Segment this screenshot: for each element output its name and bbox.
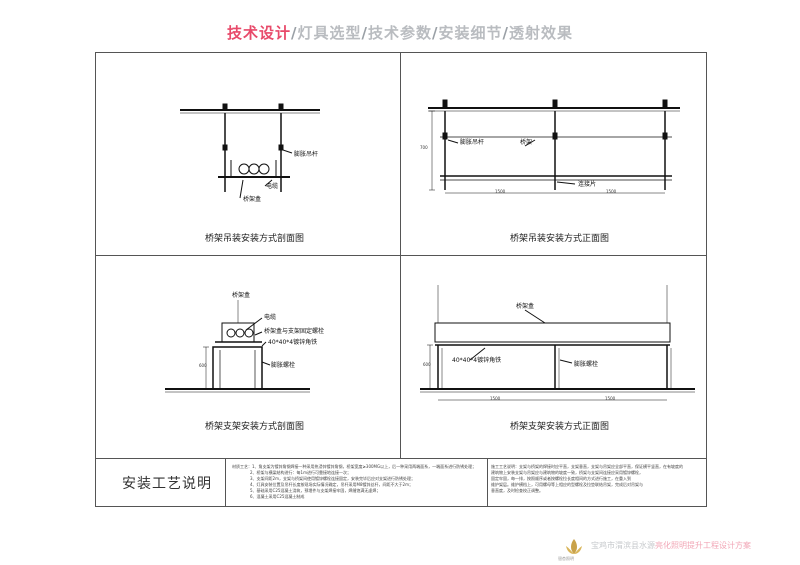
br-front-drawing — [420, 285, 695, 401]
footer-project-title: 宝鸡市渭滨县水源亮化照明提升工程设计方案 — [591, 540, 751, 551]
header-separator: / — [291, 24, 298, 42]
tl-section-drawing — [180, 103, 320, 199]
process-left-line: 3、支架间距2m，支架与桥架间使用镀锌螺栓连接固定，安装完毕后应对支架进行防锈处… — [250, 476, 415, 481]
tl-caption: 桥架吊装安装方式剖面图 — [205, 234, 305, 244]
process-divider-left — [225, 458, 226, 507]
header-separator: / — [502, 24, 509, 42]
bl-label-expansion-bolt: 膨胀螺栓 — [271, 362, 296, 369]
company-logo — [566, 539, 582, 554]
process-left-line: 4、灯具安装位置及吊杆长度按现场实际情况确定，吊杆采用M8镀锌丝杆，间距不大于2… — [250, 482, 413, 487]
header-separator: / — [361, 24, 368, 42]
tr-label-expansion-rod: 膨胀吊杆 — [460, 139, 485, 146]
bl-label-cable: 电缆 — [264, 314, 277, 321]
br-label-expansion-bolt: 膨胀螺栓 — [574, 361, 599, 368]
drawing-frame — [95, 52, 707, 507]
tr-label-connector: 连接片 — [578, 181, 597, 188]
process-notes-right: 施工工艺说明：支架与桥架的焊接时应平直，支架垂直，支架与吊架应全部平直，保证横平… — [491, 464, 703, 494]
process-right-line: 垂直度，及时检查校正调整。 — [491, 488, 543, 493]
header-tech-design: 技术设计 — [226, 24, 291, 42]
frame-middle-divider — [95, 255, 707, 256]
process-left-line: 材质工艺：1、角支架为镀锌角钢焊接一种采用热浸锌镀锌角钢，桥架宽度≥300MG以… — [232, 464, 477, 469]
process-divider-right — [487, 458, 488, 507]
process-right-line: 施工工艺说明：支架与桥架的焊接时应平直，支架垂直，支架与吊架应全部平直，保证横平… — [491, 464, 683, 469]
bl-label-tray-box: 桥架盒 — [232, 292, 251, 299]
process-left-line: 2、桥架与横梁结构进行：每1m进行可靠接地连接一次； — [250, 470, 351, 475]
header-fixture-selection: 灯具选型 — [297, 24, 362, 42]
header-light-effect: 透射效果 — [508, 24, 573, 42]
tr-label-tray: 桥架 — [520, 139, 533, 146]
header-install-details: 安装细节 — [438, 24, 503, 42]
bl-dim-height: 600 — [199, 363, 207, 368]
tr-dim-height: 700 — [420, 145, 428, 150]
br-dim-height: 600 — [423, 362, 431, 367]
tl-label-cable: 电缆 — [266, 183, 279, 190]
process-notes-left: 材质工艺：1、角支架为镀锌角钢焊接一种采用热浸锌镀锌角钢，桥架宽度≥300MG以… — [232, 464, 482, 500]
process-left-line: 6、混凝土采用C25混凝土制成 — [250, 494, 305, 499]
br-label-angle-steel: 40*40*4镀锌角铁 — [452, 357, 502, 364]
tl-label-expansion-rod: 膨胀吊杆 — [294, 151, 319, 158]
frame-bottom-divider — [95, 458, 707, 459]
process-left-line: 5、基础采用C25混凝土浇筑，预埋件与支架焊接牢固，焊缝饱满无虚焊； — [250, 488, 381, 493]
page-header: 技术设计/灯具选型/技术参数/安装细节/透射效果 — [0, 22, 800, 43]
footer-project: 亮化照明提升工程设计方案 — [655, 541, 751, 550]
header-tech-params: 技术参数 — [367, 24, 432, 42]
tl-label-tray-box: 桥架盒 — [243, 196, 262, 203]
tr-dim-span1: 1500 — [495, 189, 506, 194]
process-right-line: 固定牢固，每一排，按照顺序或者按螺栓拉长度相间的方式进行施工，在重入到 — [491, 476, 631, 481]
process-right-line: 维护架层。维护横档上，可用螺母等上相应的型螺栓及拉垫联结吊架，完成后对吊架与 — [491, 482, 643, 487]
bl-section-drawing — [165, 300, 310, 393]
br-dim-span2: 1500 — [605, 396, 616, 401]
br-dim-span1: 1500 — [490, 396, 501, 401]
br-label-tray-box: 桥架盒 — [516, 303, 535, 310]
bl-label-tray-box-fix: 桥架盒与支架固定螺栓 — [264, 328, 325, 335]
tr-caption: 桥架吊装安装方式正面图 — [510, 234, 610, 244]
header-separator: / — [432, 24, 439, 42]
footer-location: 宝鸡市渭滨县水源 — [591, 541, 655, 550]
tr-front-drawing — [428, 99, 680, 194]
br-caption: 桥架支架安装方式正面图 — [510, 422, 610, 432]
process-title: 安装工艺说明 — [122, 476, 212, 492]
logo-text: 银杏照明 — [558, 556, 574, 561]
bl-label-angle-steel: 40*40*4镀锌角铁 — [268, 339, 318, 346]
tr-dim-span2: 1500 — [606, 189, 617, 194]
bl-caption: 桥架支架安装方式剖面图 — [205, 422, 305, 432]
process-right-line: 建筑物上安装支架与吊架应与建筑物的坡度一致，桥架与支架间连接应采用镀锌螺栓， — [491, 470, 643, 475]
